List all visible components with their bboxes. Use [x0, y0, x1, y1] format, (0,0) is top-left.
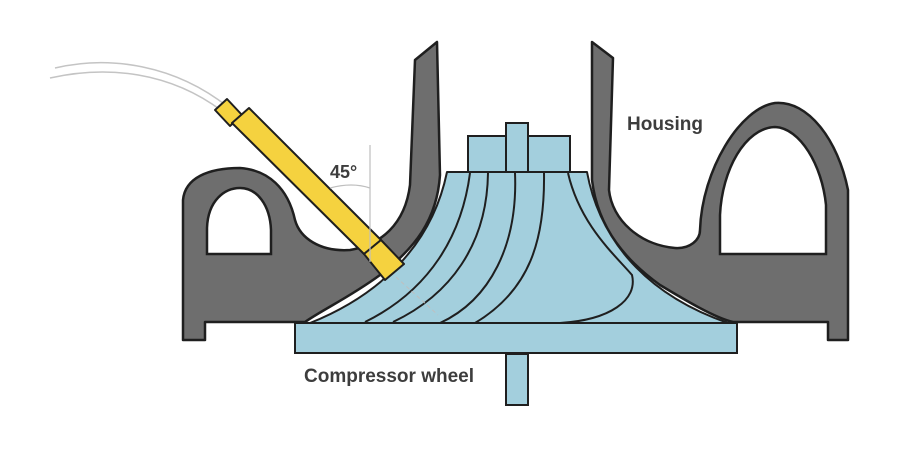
- compressor-wheel-label: Compressor wheel: [304, 366, 474, 387]
- wheel-base-plate: [294, 322, 738, 354]
- probe-cable: [49, 61, 229, 112]
- housing-label: Housing: [627, 114, 703, 135]
- housing-right-cavity: [718, 125, 828, 256]
- angle-arc: [329, 184, 371, 189]
- wheel-blades: [364, 172, 634, 324]
- compressor-wheel: [294, 122, 738, 406]
- wheel-shaft-top: [505, 122, 529, 174]
- angle-label: 45°: [330, 162, 357, 182]
- housing-left-cavity: [205, 186, 273, 256]
- wheel-shaft-bottom: [505, 353, 529, 406]
- probe-axis-line: [395, 276, 439, 316]
- probe-sensor: [214, 98, 405, 281]
- housing-right: [590, 40, 850, 342]
